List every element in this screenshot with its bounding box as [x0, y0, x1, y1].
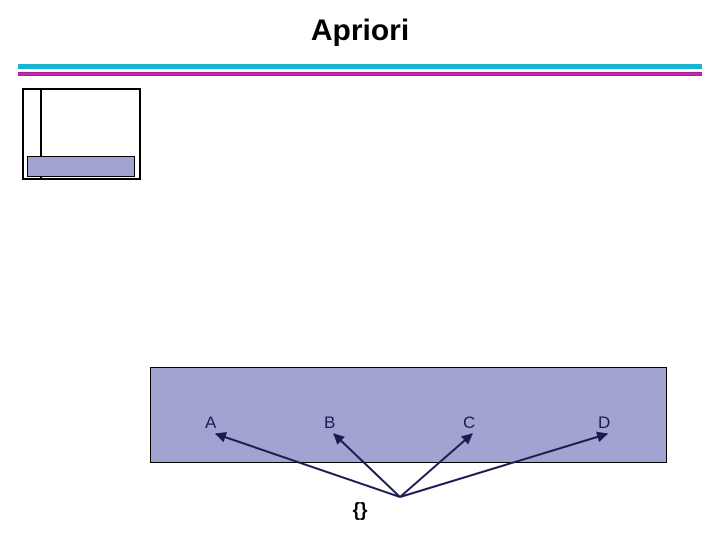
- itemset-label-a: A: [205, 413, 217, 432]
- page-title: Apriori: [310, 14, 410, 47]
- slide-thumbnail-divider: [40, 88, 42, 180]
- divider-rule-cyan: [18, 64, 702, 69]
- itemset-label-c: C: [463, 413, 476, 432]
- divider-rule-magenta-highlight: [18, 73, 702, 75]
- itemset-level-rectangle: [150, 367, 667, 463]
- itemset-label-d: D: [598, 413, 611, 432]
- slide-thumbnail-band: [27, 156, 135, 177]
- lattice-root-label: {}: [352, 500, 368, 521]
- itemset-label-b: B: [324, 413, 336, 432]
